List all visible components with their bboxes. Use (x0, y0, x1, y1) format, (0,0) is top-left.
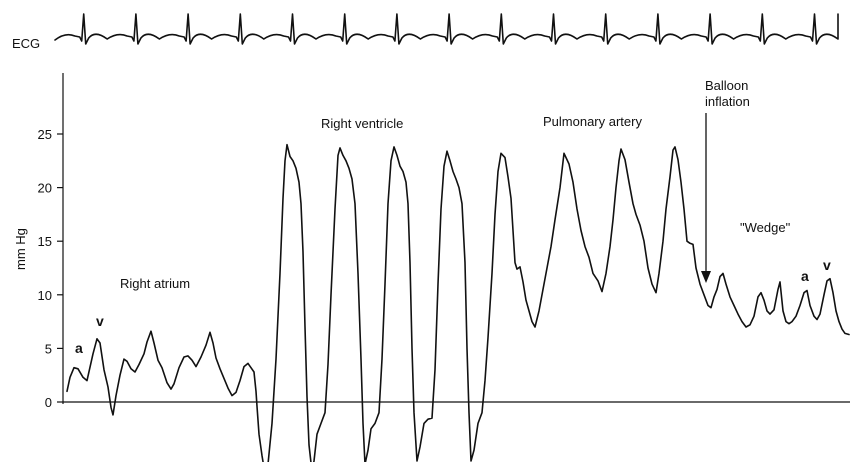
y-tick-label-4: 20 (38, 181, 52, 196)
wedge-v-wave-label: v (823, 257, 831, 273)
ecg-trace (54, 13, 839, 45)
label-balloon: Balloon (705, 78, 748, 93)
y-tick-label-0: 0 (45, 395, 52, 410)
label-pulmonary-artery: Pulmonary artery (543, 114, 642, 129)
y-tick-label-1: 5 (45, 341, 52, 356)
atrial-a-wave-label: a (75, 340, 83, 356)
balloon-arrowhead (701, 271, 711, 283)
y-tick-label-2: 10 (38, 288, 52, 303)
label-wedge: "Wedge" (740, 220, 791, 235)
label-right-atrium: Right atrium (120, 276, 190, 291)
pressure-trace (66, 143, 850, 462)
label-right-ventricle: Right ventricle (321, 116, 403, 131)
y-axis-title: mm Hg (13, 228, 28, 270)
y-tick-label-3: 15 (38, 234, 52, 249)
wedge-a-wave-label: a (801, 268, 809, 284)
y-tick-label-5: 25 (38, 127, 52, 142)
label-inflation: inflation (705, 94, 750, 109)
atrial-v-wave-label: v (96, 313, 104, 329)
ecg-label: ECG (12, 36, 40, 51)
y-axis-ticks: 0 5 10 15 20 25 (38, 127, 63, 410)
